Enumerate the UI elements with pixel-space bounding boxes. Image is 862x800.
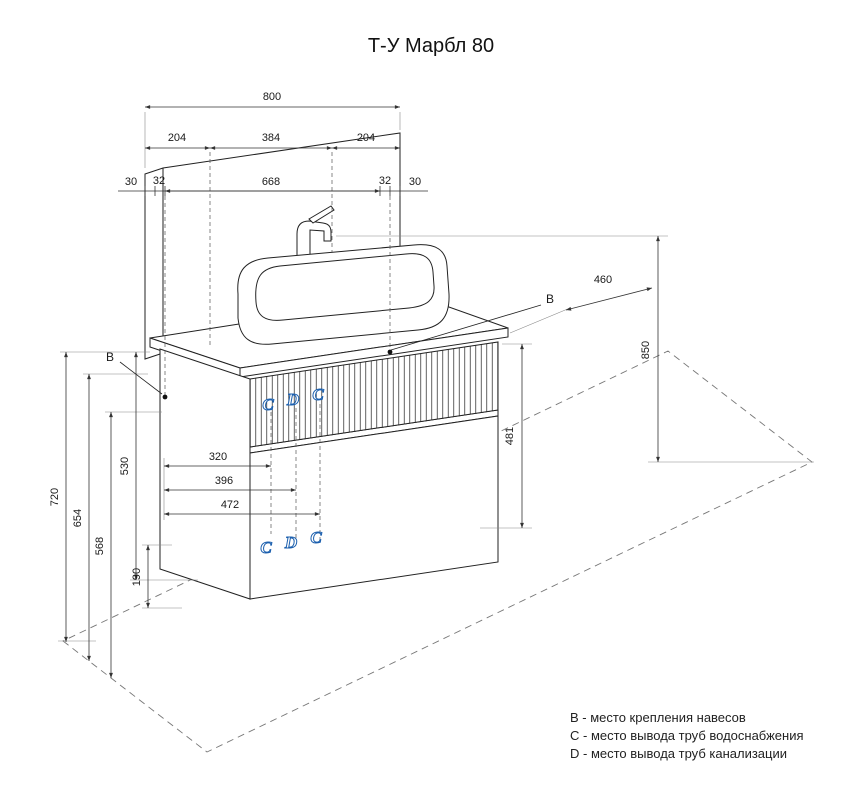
bracket-point-left: [162, 394, 168, 400]
dim-30-right: 30: [409, 176, 421, 188]
legend-line-c: C - место вывода труб водоснабжения: [570, 728, 804, 743]
faucet-lever: [308, 205, 335, 224]
marker-c-lower-right: C: [310, 528, 322, 547]
marker-d-upper: D: [286, 390, 299, 409]
marker-b-right: B: [546, 292, 554, 306]
dims-right: 850 460 481: [336, 235, 814, 529]
pipe-markers-upper: C D C: [262, 385, 325, 415]
dim-530: 530: [119, 457, 131, 475]
vessel-basin: [237, 244, 450, 345]
dim-472: 472: [221, 499, 239, 511]
marker-c-lower-left: C: [260, 538, 272, 557]
dim-204-right: 204: [357, 132, 375, 144]
mount-markers: B B: [106, 292, 554, 400]
page-title: Т-У Марбл 80: [368, 35, 494, 57]
cabinet-side-panel: [159, 348, 251, 600]
dim-32-right: 32: [379, 175, 391, 187]
construction-lines: [164, 152, 391, 395]
bracket-point-right: [387, 349, 393, 355]
basin-opening: [255, 253, 435, 321]
dim-30-left: 30: [125, 176, 137, 188]
legend-line-b: B - место крепления навесов: [570, 710, 746, 725]
dim-568: 568: [94, 537, 106, 555]
dim-668: 668: [262, 176, 280, 188]
dim-320: 320: [209, 451, 227, 463]
dim-204-left: 204: [168, 132, 186, 144]
lower-drawer-front: [249, 415, 499, 600]
dim-654: 654: [72, 509, 84, 527]
marker-b-left: B: [106, 350, 114, 364]
dim-460: 460: [594, 274, 612, 286]
marker-c-upper-right: C: [312, 385, 324, 404]
cabinet: [159, 341, 499, 600]
dims-top: 800 204 384 204 30 32 668 32 30: [118, 91, 428, 196]
marker-d-lower: D: [284, 533, 297, 552]
dims-inner: 320 396 472: [163, 404, 321, 542]
faucet-spout: [296, 220, 332, 265]
dim-32-left: 32: [153, 175, 165, 187]
dims-left: 720 654 568 530 190: [49, 351, 198, 678]
dim-190: 190: [131, 568, 143, 586]
pipe-markers-lower: C D C: [260, 528, 323, 558]
dim-481: 481: [504, 427, 516, 445]
legend: B - место крепления навесов C - место вы…: [570, 710, 804, 761]
dim-800: 800: [263, 91, 281, 103]
marker-c-upper-left: C: [262, 395, 274, 414]
dim-396: 396: [215, 475, 233, 487]
dim-384: 384: [262, 132, 280, 144]
dim-850: 850: [640, 341, 652, 359]
dim-720: 720: [49, 488, 61, 506]
legend-line-d: D - место вывода труб канализации: [570, 746, 787, 761]
fluted-drawer-front: [249, 341, 499, 448]
